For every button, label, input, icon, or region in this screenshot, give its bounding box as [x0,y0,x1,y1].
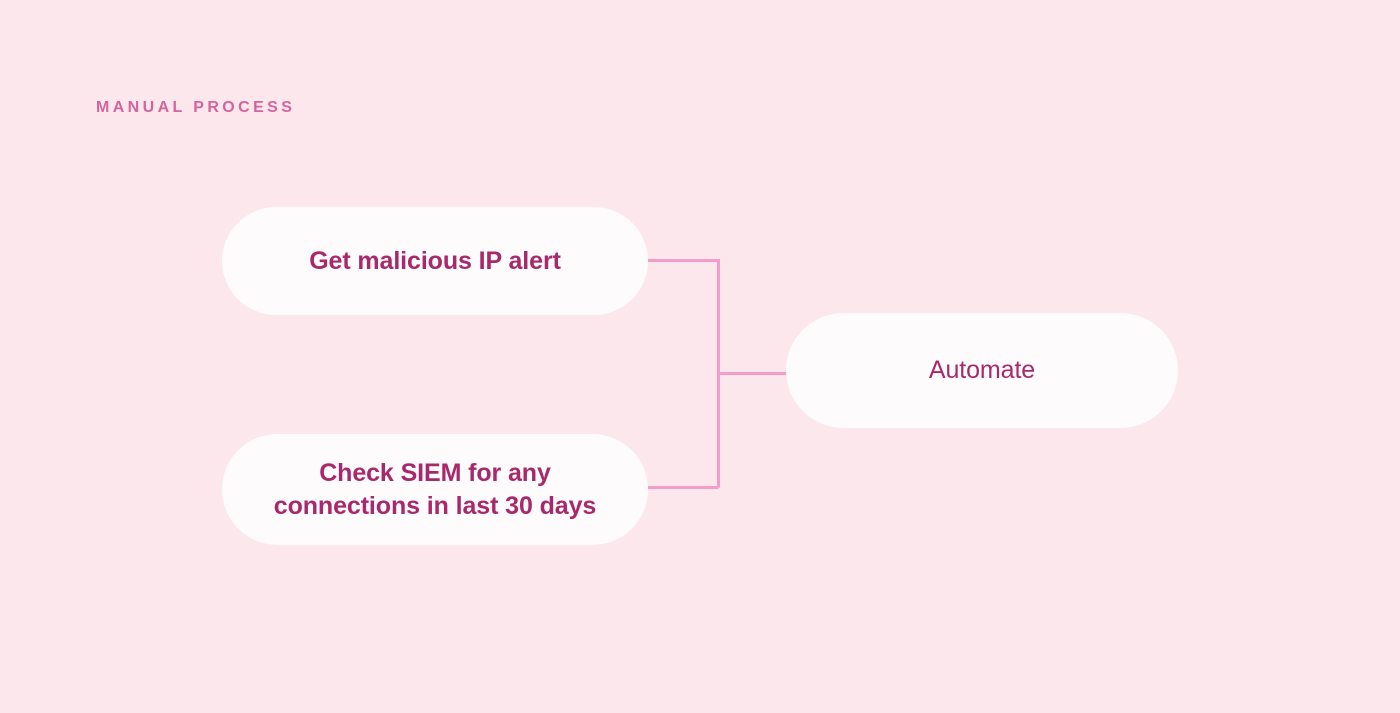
node-automate[interactable]: Automate [786,313,1178,428]
page-title: MANUAL PROCESS [96,99,296,116]
node-check-siem[interactable]: Check SIEM for any connections in last 30… [222,434,648,545]
node-label: Automate [928,356,1036,384]
node-label-line-1: Check SIEM for any [319,458,551,487]
node-label-line-2: connections in last 30 days [273,491,597,520]
edge-alert-to-trunk [648,259,720,488]
node-get-malicious-ip-alert[interactable]: Get malicious IP alert [222,207,648,315]
node-label: Get malicious IP alert [309,246,561,275]
node-label: Check SIEM for any connections in last 30… [248,457,622,523]
